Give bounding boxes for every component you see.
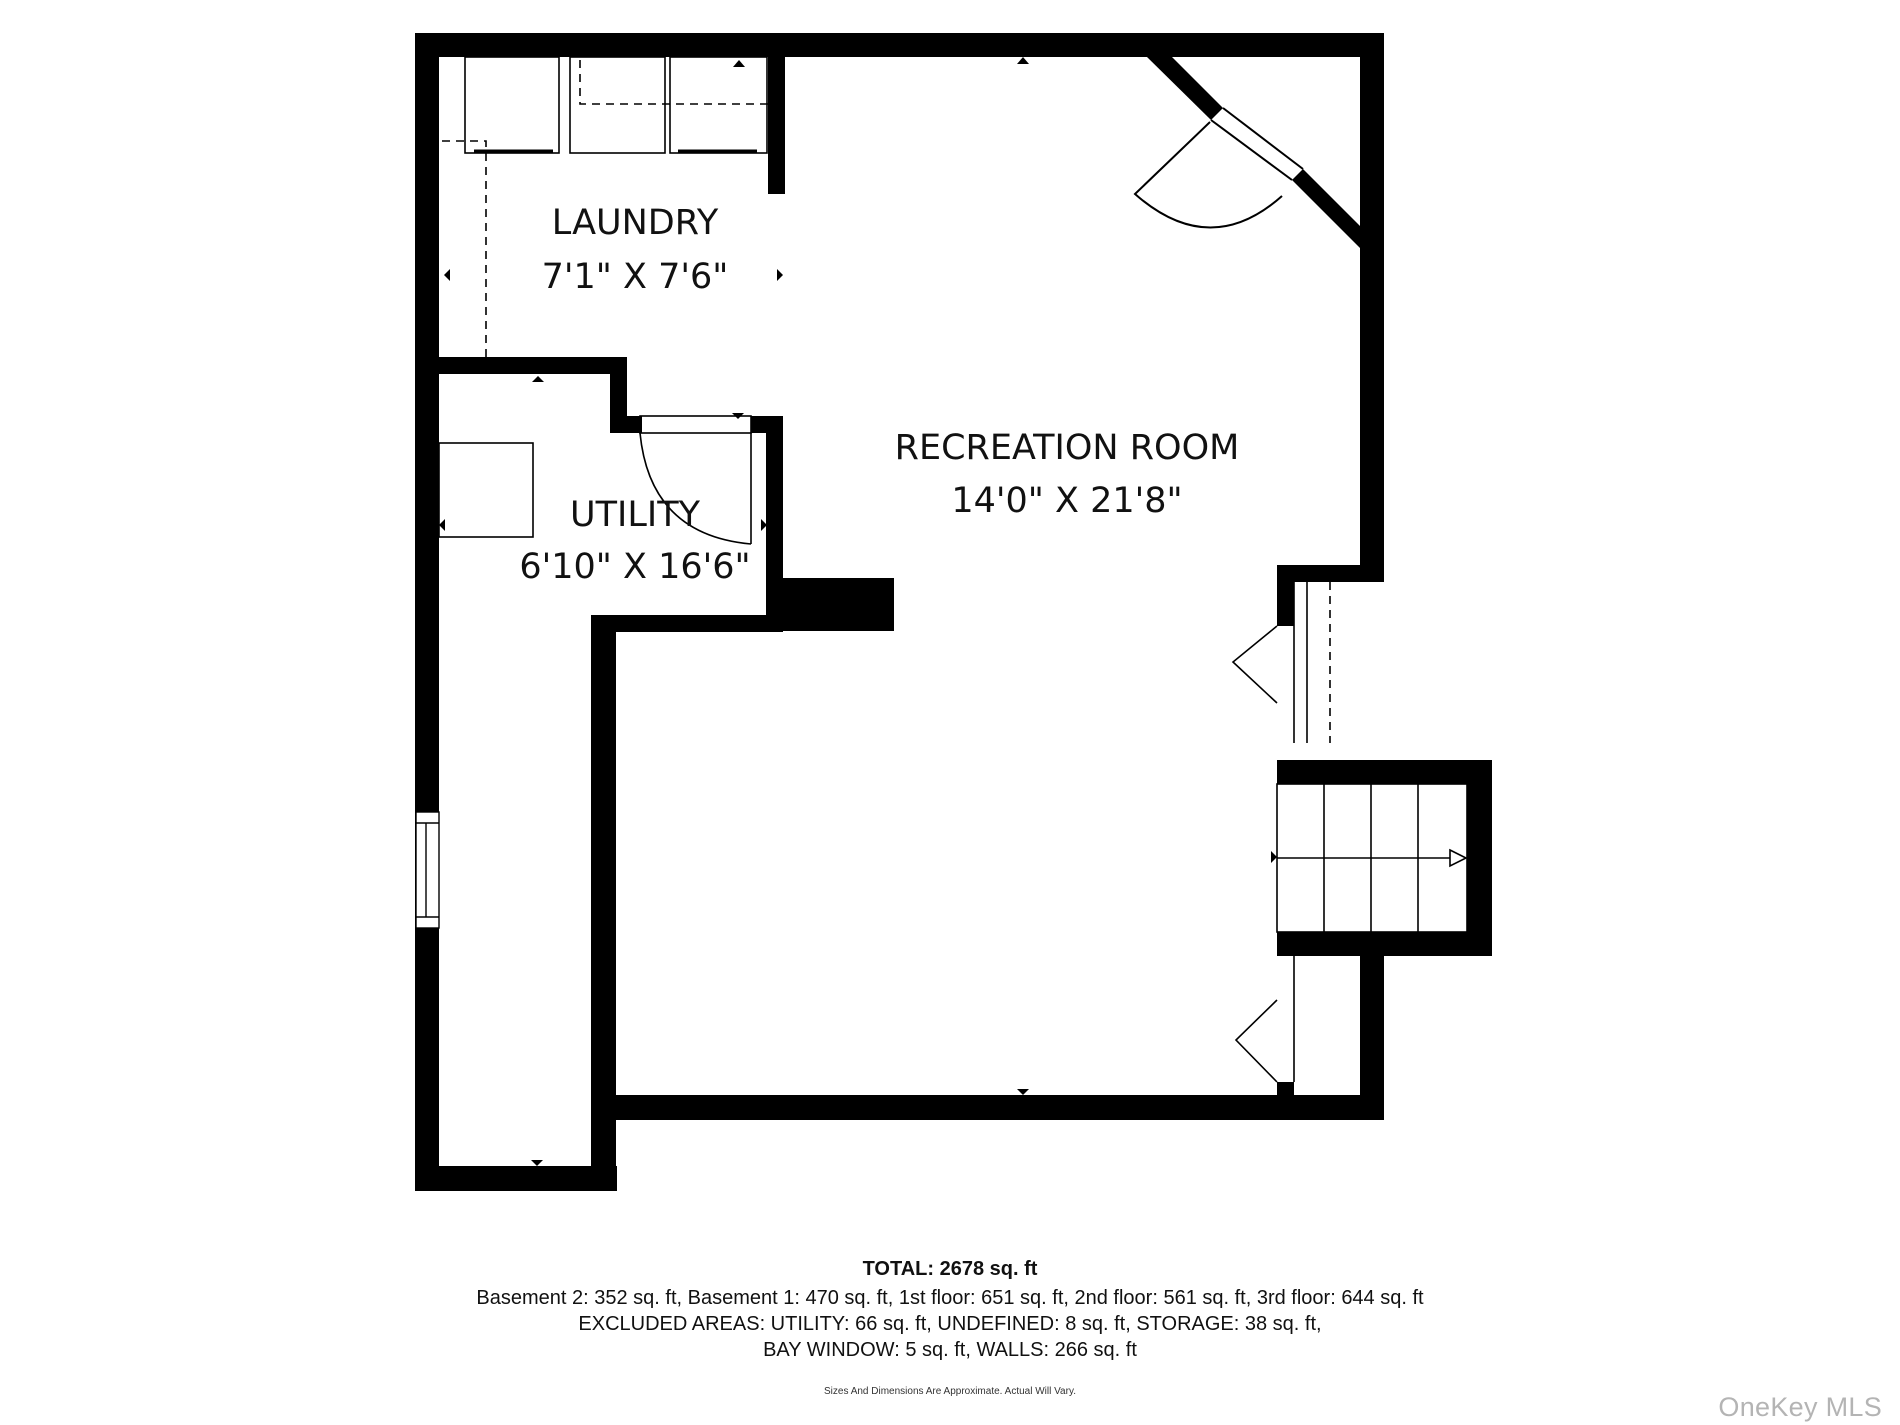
- staircase: [1276, 783, 1468, 933]
- window-left: [415, 811, 440, 929]
- room-dimensions-laundry: 7'1" X 7'6": [542, 257, 729, 297]
- room-laundry: LAUNDRY 7'1" X 7'6": [542, 203, 729, 297]
- room-name-recreation: RECREATION ROOM: [895, 428, 1240, 468]
- watermark-logo: OneKey MLS: [1718, 1392, 1882, 1422]
- door-swing-corner: [1133, 121, 1283, 229]
- walls: [415, 33, 1492, 1191]
- room-utility: UTILITY 6'10" X 16'6": [519, 495, 750, 587]
- diagonal-wall: [1147, 57, 1360, 248]
- utility-fixtures: [438, 415, 752, 545]
- disclaimer: Sizes And Dimensions Are Approximate. Ac…: [824, 1386, 1076, 1397]
- excluded-areas-continued: BAY WINDOW: 5 sq. ft, WALLS: 266 sq. ft: [763, 1339, 1137, 1361]
- room-recreation: RECREATION ROOM 14'0" X 21'8": [895, 428, 1240, 521]
- laundry-appliances: [442, 56, 768, 357]
- room-dimensions-recreation: 14'0" X 21'8": [951, 481, 1182, 521]
- room-name-laundry: LAUNDRY: [552, 203, 719, 243]
- floor-areas: Basement 2: 352 sq. ft, Basement 1: 470 …: [476, 1287, 1424, 1309]
- room-dimensions-utility: 6'10" X 16'6": [519, 547, 750, 587]
- closet-lower: [1234, 956, 1295, 1083]
- closet-upper: [1231, 582, 1331, 743]
- total-area: TOTAL: 2678 sq. ft: [862, 1258, 1038, 1280]
- dimension-markers: [439, 57, 1277, 1166]
- excluded-areas: EXCLUDED AREAS: UTILITY: 66 sq. ft, UNDE…: [578, 1313, 1322, 1335]
- room-name-utility: UTILITY: [570, 495, 701, 535]
